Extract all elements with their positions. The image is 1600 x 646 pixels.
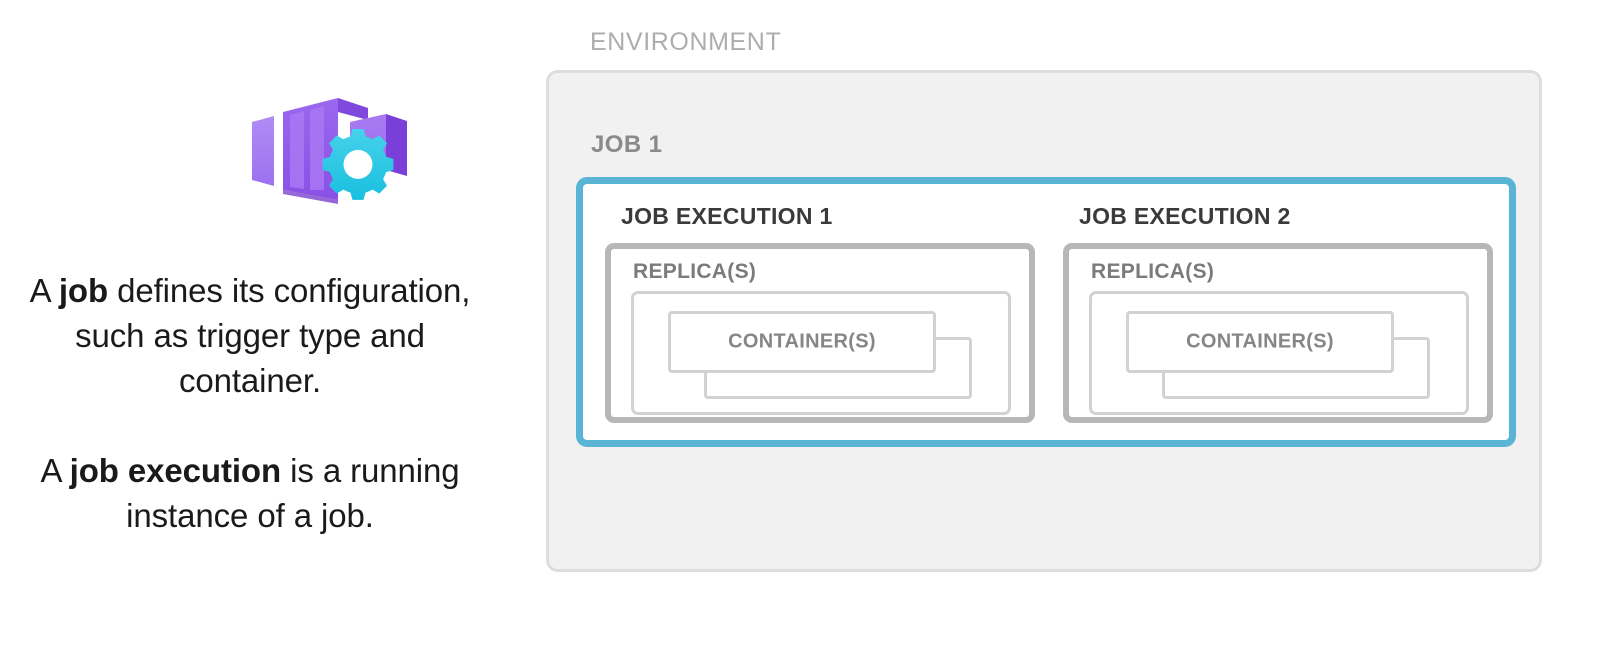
job-execution-2-container-stack: CONTAINER(S) <box>1126 311 1431 403</box>
job-execution-1-replica-label: REPLICA(S) <box>633 260 757 283</box>
job-execution-1-replica-box: REPLICA(S) CONTAINER(S) <box>605 243 1035 423</box>
job-execution-1-container-box-front: CONTAINER(S) <box>668 311 936 373</box>
caption-1-before: A <box>29 272 59 309</box>
job-execution-2-replica-box: REPLICA(S) CONTAINER(S) <box>1063 243 1493 423</box>
environment-diagram: ENVIRONMENT JOB 1 JOB EXECUTION 1 REPLIC… <box>546 28 1546 588</box>
job-execution-1-title: JOB EXECUTION 1 <box>621 203 833 229</box>
caption-paragraph-job-execution: A job execution is a running instance of… <box>10 448 490 538</box>
job-execution-1-container-label: CONTAINER(S) <box>728 330 876 353</box>
job-execution-2-title: JOB EXECUTION 2 <box>1079 203 1291 229</box>
job-execution-2-replica-label: REPLICA(S) <box>1091 260 1215 283</box>
job-execution-1-container-stack: CONTAINER(S) <box>668 311 973 403</box>
job-execution-2-container-label: CONTAINER(S) <box>1186 330 1334 353</box>
job-execution-2-replica-inner: CONTAINER(S) <box>1089 291 1469 415</box>
caption-2-bold: job execution <box>69 452 282 489</box>
caption-2-before: A <box>40 452 70 489</box>
caption-text: A job defines its configuration, such as… <box>10 268 490 538</box>
caption-2-after: is a running instance of a job. <box>126 452 460 534</box>
job-execution-2-container-box-front: CONTAINER(S) <box>1126 311 1394 373</box>
caption-1-after: defines its configuration, such as trigg… <box>75 272 471 399</box>
caption-1-bold: job <box>58 272 108 309</box>
explanation-panel: A job defines its configuration, such as… <box>0 0 500 646</box>
job-execution-1-replica-inner: CONTAINER(S) <box>631 291 1011 415</box>
azure-container-apps-jobs-icon <box>244 90 414 205</box>
environment-container: JOB 1 JOB EXECUTION 1 REPLICA(S) CONTAIN… <box>546 70 1542 572</box>
job-executions-group: JOB EXECUTION 1 REPLICA(S) CONTAINER(S) <box>576 177 1516 447</box>
job-label: JOB 1 <box>591 131 663 158</box>
caption-paragraph-job: A job defines its configuration, such as… <box>10 268 490 403</box>
environment-label: ENVIRONMENT <box>590 28 782 56</box>
job-execution-1: JOB EXECUTION 1 REPLICA(S) CONTAINER(S) <box>591 184 1037 440</box>
job-execution-2: JOB EXECUTION 2 REPLICA(S) CONTAINER(S) <box>1049 184 1495 440</box>
